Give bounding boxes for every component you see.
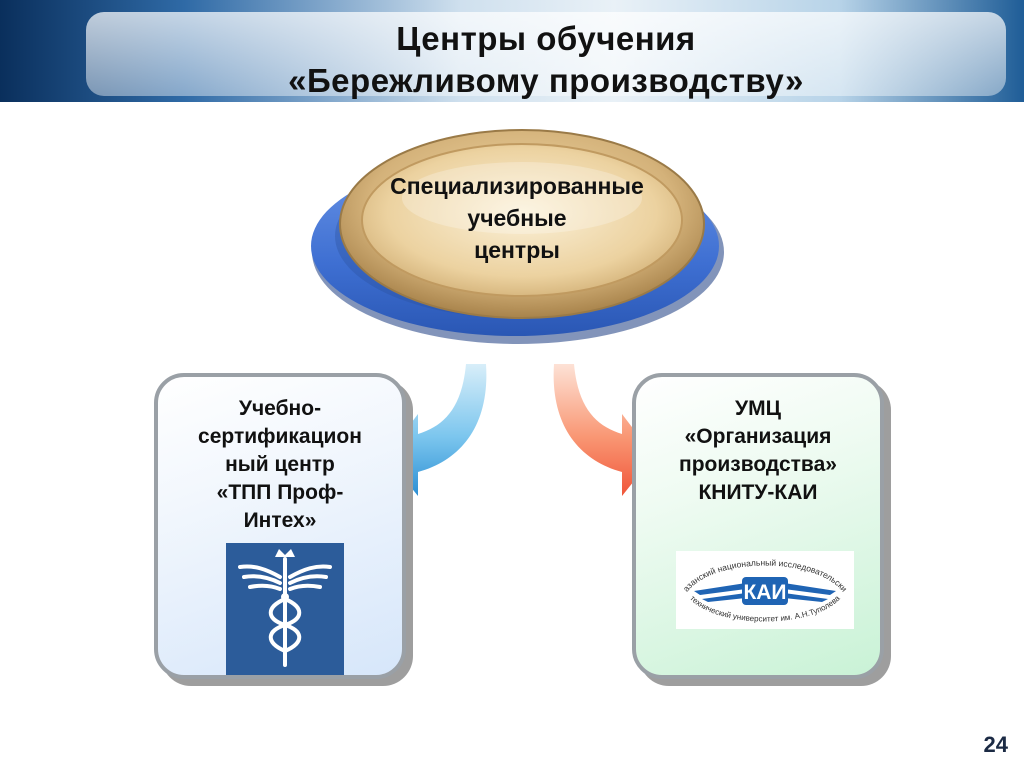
center-line-3: центры [474,237,560,263]
right-line-4: КНИТУ-КАИ [698,481,818,504]
left-line-1: Учебно- [238,397,322,420]
left-line-5: Интех» [243,509,317,532]
kai-logo-mark: КАИ [743,581,786,604]
center-disc [311,129,724,344]
slide-title-line-1: Центры обучения [396,20,696,57]
caduceus-logo-icon [226,543,344,675]
right-center-box: УМЦ «Организация производства» КНИТУ-КАИ… [632,373,884,679]
header-glass-panel [86,12,1006,96]
kai-university-logo: Казанский национальный исследовательский… [674,543,854,629]
right-line-1: УМЦ [735,397,781,420]
slide-title: Центры обучения «Бережливому производств… [86,18,1006,102]
arrow-right-icon [553,364,654,496]
left-center-box: Учебно- сертификацион ный центр «ТПП Про… [154,373,406,679]
center-disc-label: Специализированные учебные центры [352,170,682,266]
left-line-3: ный центр [225,453,335,476]
center-line-1: Специализированные [390,173,644,199]
left-line-2: сертификацион [198,425,362,448]
slide-title-line-2: «Бережливому производству» [288,62,804,99]
center-line-2: учебные [467,205,567,231]
right-box-label: УМЦ «Организация производства» КНИТУ-КАИ [636,395,880,507]
right-line-2: «Организация [684,425,832,448]
left-box-label: Учебно- сертификацион ный центр «ТПП Про… [158,395,402,535]
left-line-4: «ТПП Проф- [216,481,344,504]
right-line-3: производства» [679,453,837,476]
connector-arrows [386,364,654,496]
page-number: 24 [983,732,1008,757]
